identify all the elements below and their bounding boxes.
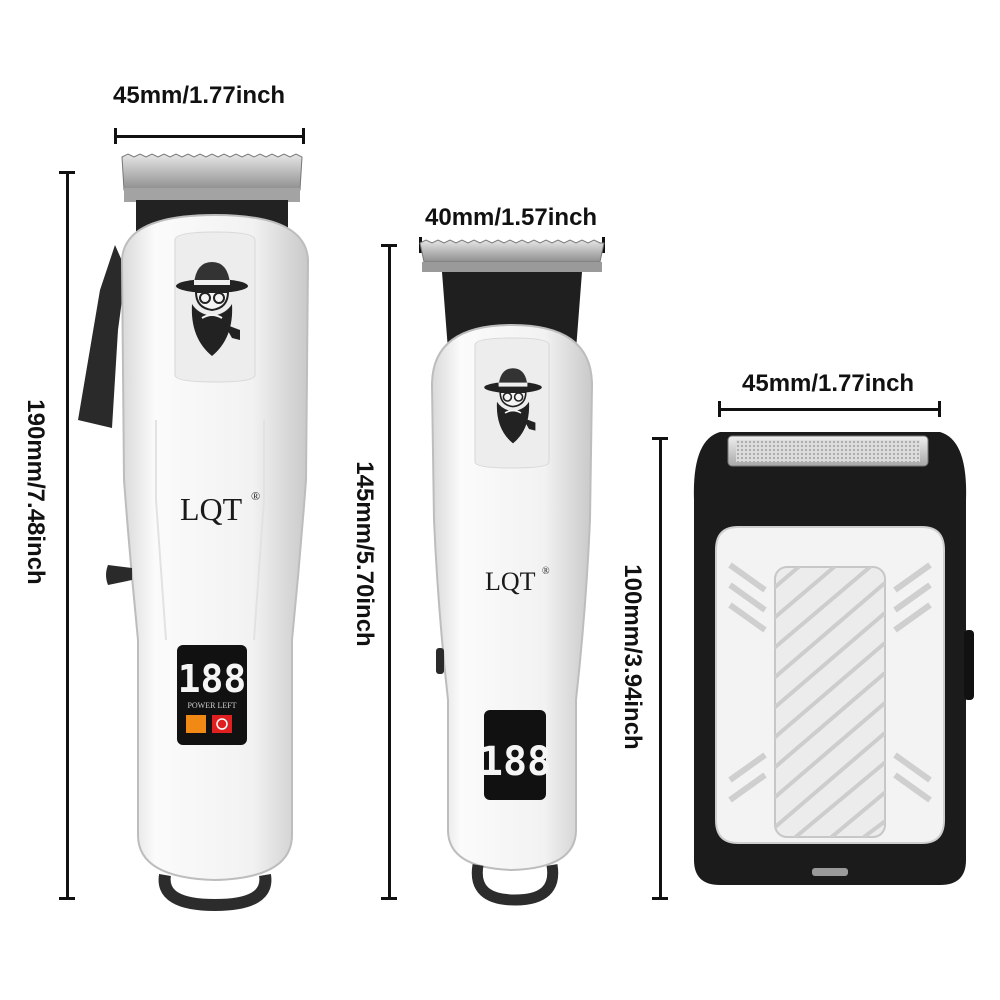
- trimmer-width-label: 40mm/1.57inch: [425, 204, 598, 231]
- shaver-side-button[interactable]: [964, 630, 974, 700]
- clipper-side-switch: [106, 565, 132, 585]
- shaver-width-label: 45mm/1.77inch: [742, 370, 915, 397]
- clipper-power-left-label: POWER LEFT: [187, 701, 236, 710]
- trimmer-side-switch: [436, 648, 444, 674]
- shaver-width-cap-right: [938, 401, 941, 417]
- trimmer: LQT ® 188: [419, 239, 605, 906]
- shaver-width-cap-left: [718, 401, 721, 417]
- trimmer-height-cap-bottom: [381, 897, 397, 900]
- shaver-ribs: [728, 562, 932, 803]
- trimmer-lcd: [484, 710, 546, 800]
- clipper-brand-text: LQT: [180, 491, 243, 527]
- trimmer-height-line: [388, 245, 391, 900]
- shaver-width-line: [719, 408, 941, 411]
- clipper: LQT ® 188 POWER LEFT: [78, 153, 310, 912]
- clipper-height-cap-top: [59, 171, 75, 174]
- trimmer-lcd-digits: 188: [479, 739, 551, 785]
- shaver: [693, 432, 974, 885]
- clipper-hang-ring: [158, 874, 272, 912]
- clipper-reg-mark: ®: [251, 489, 260, 503]
- clipper-lcd-digits: 188: [178, 657, 247, 701]
- trimmer-reg-mark: ®: [542, 566, 550, 577]
- clipper-body: [120, 213, 310, 882]
- trimmer-bearded-man-logo-icon: [484, 368, 542, 444]
- clipper-width-label: 45mm/1.77inch: [113, 82, 286, 109]
- clipper-width-line: [115, 135, 305, 138]
- clipper-taper-lever: [78, 245, 126, 428]
- clipper-charge-indicator: [186, 715, 206, 733]
- shaver-height-cap-bottom: [652, 897, 668, 900]
- trimmer-body: [430, 323, 594, 872]
- trimmer-height-cap-top: [381, 244, 397, 247]
- shaver-height-cap-top: [652, 437, 668, 440]
- power-icon: [212, 715, 232, 733]
- shaver-charging-port: [812, 868, 848, 876]
- clipper-height-cap-bottom: [59, 897, 75, 900]
- shaver-grip-panel: [774, 566, 886, 838]
- clipper-height-line: [66, 172, 69, 900]
- clipper-width-cap-right: [302, 128, 305, 144]
- trimmer-hang-ring: [471, 864, 559, 906]
- trimmer-brand-text: LQT: [485, 567, 536, 596]
- bearded-man-logo-icon: [176, 262, 248, 356]
- shaver-height-line: [659, 438, 662, 900]
- clipper-width-cap-left: [114, 128, 117, 144]
